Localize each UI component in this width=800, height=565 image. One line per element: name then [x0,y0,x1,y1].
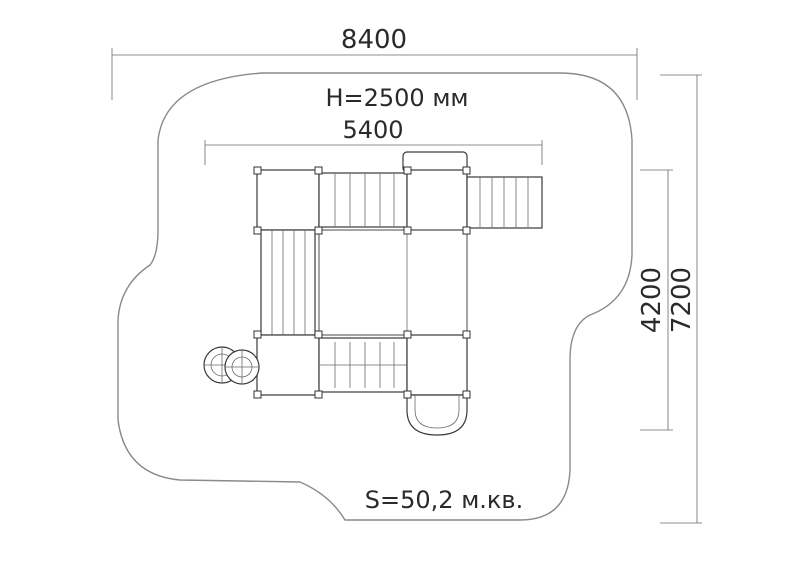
area-label: S=50,2 м.кв. [365,486,523,514]
dimension-overall-width: 8400 [111,25,638,100]
ladder-right-rungs [479,177,529,228]
ramp-left [260,229,316,336]
dimension-inner-depth: 4200 [637,169,673,431]
steering-wheels [203,346,260,385]
slide-bottom-right [406,394,468,436]
play-structure [203,151,543,436]
bridge-top [318,172,408,228]
inner-width-label: 5400 [342,116,403,144]
inner-depth-label: 4200 [637,267,667,333]
ramp-left-slats [271,230,306,335]
ladder-right [466,176,543,229]
overall-depth-label: 7200 [667,267,697,333]
tower-platform-top-left [256,169,320,231]
dimension-overall-depth: 7200 [660,74,702,524]
center-frame [318,229,468,336]
bridge-top-slats [334,173,395,227]
tower-platform-top-right [406,169,468,231]
dimension-inner-width: 5400 [204,116,543,165]
safety-zone-outline [117,72,633,521]
tower-platform-bottom-right [406,334,468,396]
posts [253,166,471,399]
bridge-bottom-nets [334,342,395,388]
overall-width-label: 8400 [341,25,407,55]
height-label: H=2500 мм [325,84,468,112]
tower-roof-top [402,151,468,173]
tower-platform-bottom-left [256,334,320,396]
